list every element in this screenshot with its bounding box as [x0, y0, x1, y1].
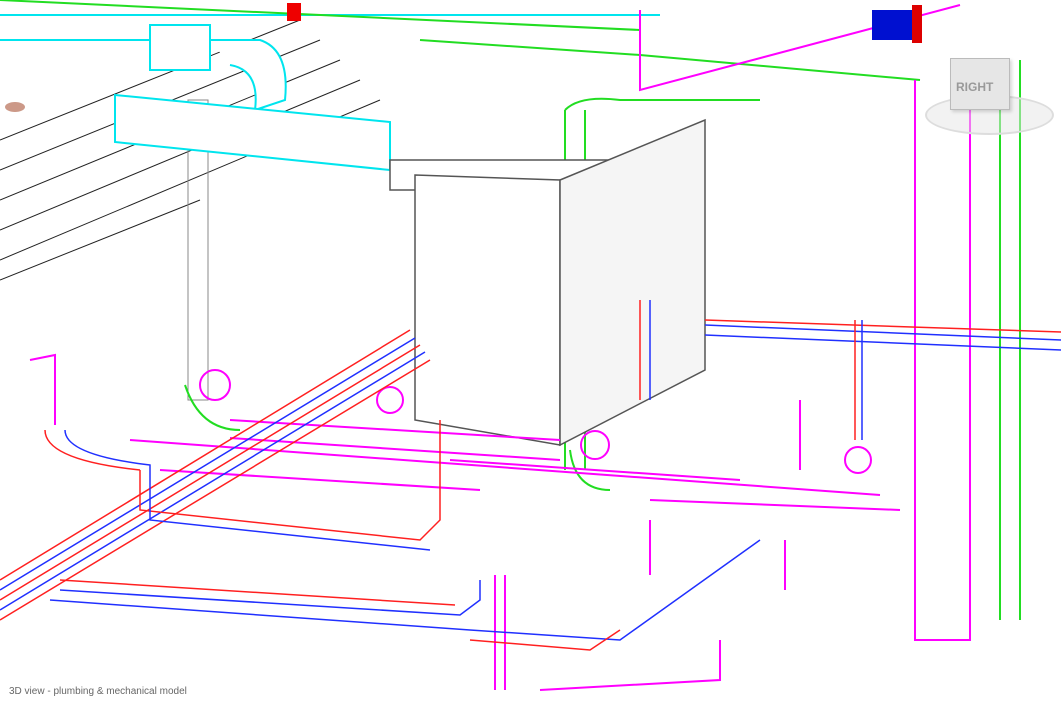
view-name-label: 3D view - plumbing & mechanical model [6, 685, 190, 698]
viewcube-face-label[interactable]: RIGHT [956, 80, 994, 94]
sanitary-pipes[interactable] [29, 4, 971, 691]
accent-blocks [5, 3, 922, 112]
water-lines[interactable] [0, 300, 1061, 651]
equipment-unit[interactable] [389, 118, 706, 447]
ceiling-structure [0, 19, 381, 401]
viewcube-face[interactable] [950, 58, 1010, 110]
viewcube[interactable]: RIGHT [920, 50, 1060, 140]
